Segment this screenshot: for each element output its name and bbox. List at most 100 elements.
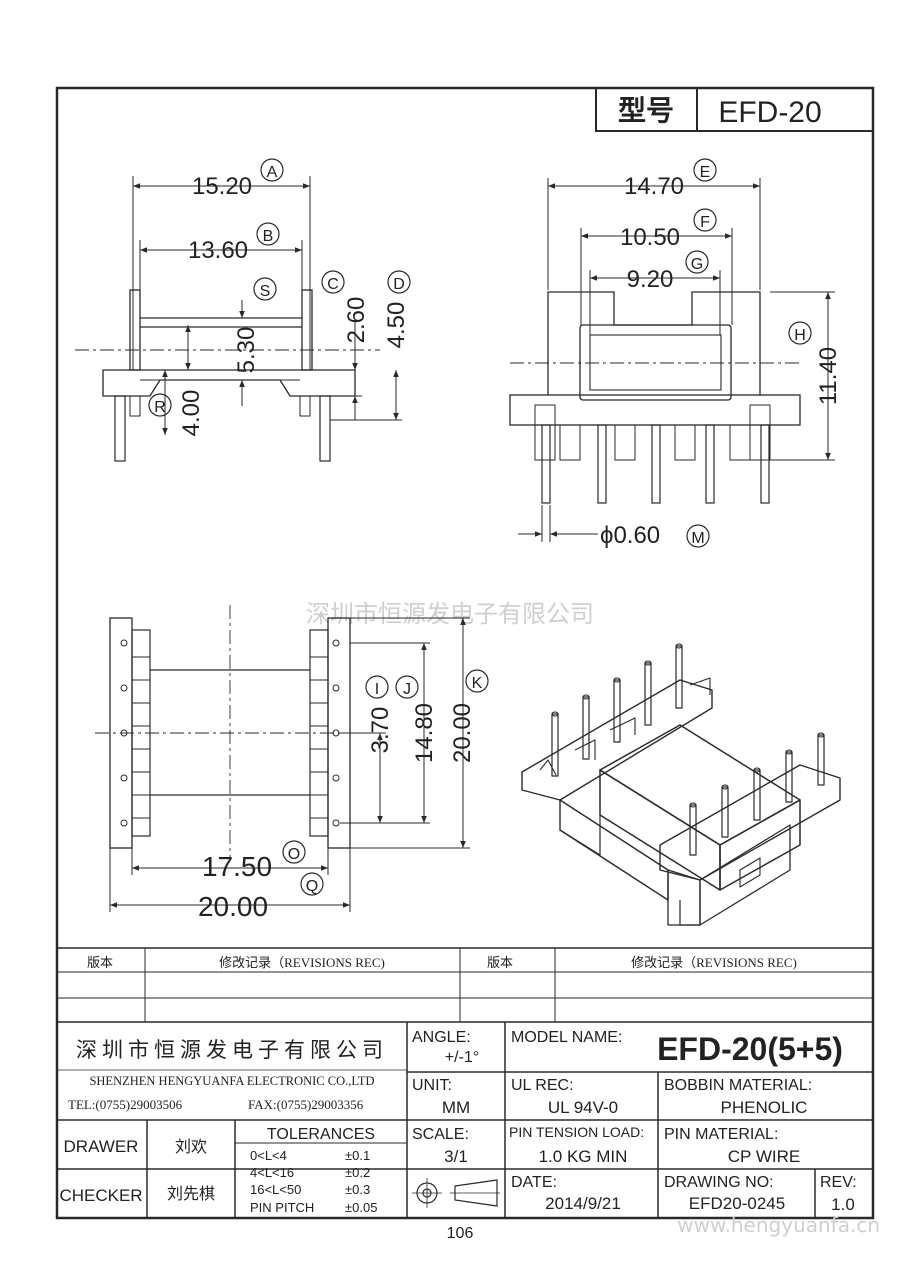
callout-e-label: E — [700, 164, 711, 181]
callout-q-icon — [300, 872, 324, 896]
callout-o-icon — [282, 840, 306, 864]
callout-g-label: G — [691, 256, 703, 273]
company-tel: TEL:(0755)29003506 — [68, 1097, 183, 1112]
dim-j-value: 14.80 — [411, 703, 438, 763]
callout-a-label: A — [267, 164, 278, 181]
callout-b-label: B — [263, 228, 274, 245]
dim-f-value: 10.50 — [620, 224, 680, 251]
checker-label: CHECKER — [59, 1186, 142, 1205]
pin-tension-label: PIN TENSION LOAD: — [509, 1124, 644, 1140]
callout-o-label: O — [288, 846, 300, 863]
top-view: 3.70 I 14.80 J 20.00 K 17.50 O 20.00 Q — [95, 605, 489, 922]
dim-e-value: 14.70 — [624, 173, 684, 200]
callout-i-icon — [365, 675, 389, 699]
side-view: 14.70 E 10.50 F 9.20 G — [509, 158, 842, 549]
pin-material-label: PIN MATERIAL: — [664, 1126, 778, 1143]
tolerance-value-4: ±0.05 — [345, 1200, 377, 1215]
callout-g-icon — [685, 250, 709, 274]
model-value: EFD-20 — [718, 96, 821, 129]
projection-symbol-icon — [412, 1178, 500, 1208]
tolerance-value-3: ±0.3 — [345, 1182, 370, 1197]
revisions-table: 版本 修改记录（REVISIONS REC) 版本 修改记录（REVISIONS… — [57, 947, 873, 1023]
callout-r-icon — [148, 393, 172, 417]
dim-a-value: 15.20 — [192, 173, 252, 200]
pin-material-value: CP WIRE — [728, 1147, 800, 1166]
rev-col-version-1: 版本 — [87, 955, 113, 970]
sheet-border — [55, 86, 875, 1220]
bobbin-material-value: PHENOLIC — [721, 1098, 808, 1117]
dim-s-value: 5.30 — [233, 327, 260, 374]
page-number: 106 — [447, 1225, 474, 1242]
drawing-no-label: DRAWING NO: — [664, 1174, 774, 1191]
callout-f-icon — [693, 208, 717, 232]
dim-o-value: 17.50 — [202, 851, 272, 882]
callout-q-label: Q — [306, 878, 318, 895]
callout-h-icon — [788, 321, 812, 345]
company-watermark: 深圳市恒源发电子有限公司 — [306, 600, 594, 628]
model-name-label: MODEL NAME: — [511, 1029, 622, 1046]
tolerance-range-1: 0<L<4 — [250, 1148, 287, 1163]
scale-label: SCALE: — [412, 1126, 469, 1143]
drawing-no-value: EFD20-0245 — [689, 1194, 785, 1213]
company-fax: FAX:(0755)29003356 — [248, 1097, 364, 1112]
pin-tension-value: 1.0 KG MIN — [539, 1147, 628, 1166]
rev-col-version-2: 版本 — [487, 955, 513, 970]
callout-s-label: S — [260, 283, 271, 300]
callout-h-label: H — [794, 327, 806, 344]
dim-b-value: 13.60 — [188, 237, 248, 264]
tolerance-value-2: ±0.2 — [345, 1165, 370, 1180]
date-value: 2014/9/21 — [545, 1194, 621, 1213]
dim-k-value: 20.00 — [449, 703, 476, 763]
callout-r-label: R — [154, 399, 166, 416]
callout-f-label: F — [700, 214, 710, 231]
checker-value: 刘先棋 — [167, 1185, 215, 1203]
callout-k-icon — [465, 669, 489, 693]
company-en: SHENZHEN HENGYUANFA ELECTRONIC CO.,LTD — [89, 1074, 374, 1088]
callout-j-label: J — [403, 681, 411, 698]
date-label: DATE: — [511, 1174, 557, 1191]
dim-h-value: 11.40 — [815, 347, 842, 405]
company-cn: 深圳市恒源发电子有限公司 — [76, 1038, 388, 1062]
callout-a-icon — [260, 158, 284, 182]
dim-m-value: ϕ0.60 — [600, 522, 660, 549]
dim-c-value: 2.60 — [343, 297, 370, 344]
dim-i-value: 3.70 — [367, 707, 394, 754]
callout-s-icon — [253, 277, 277, 301]
dim-d-value: 4.50 — [383, 302, 410, 349]
tolerances-label: TOLERANCES — [267, 1126, 375, 1143]
bobbin-material-label: BOBBIN MATERIAL: — [664, 1077, 812, 1094]
tolerance-value-1: ±0.1 — [345, 1148, 370, 1163]
rev-col-record-1: 修改记录（REVISIONS REC) — [219, 955, 385, 970]
model-name-value: EFD-20(5+5) — [657, 1031, 843, 1067]
callout-k-label: K — [472, 675, 483, 692]
tolerance-range-3: 16<L<50 — [250, 1182, 301, 1197]
front-view: 15.20 A 13.60 B S 5.30 4.00 R — [75, 158, 411, 462]
angle-value: +/-1° — [445, 1049, 479, 1066]
tolerance-range-4: PIN PITCH — [250, 1200, 314, 1215]
unit-label: UNIT: — [412, 1077, 452, 1094]
callout-m-label: M — [691, 530, 704, 547]
isometric-view — [521, 643, 841, 926]
callout-c-icon — [321, 270, 345, 294]
callout-d-label: D — [393, 276, 405, 293]
rev-label: REV: — [820, 1174, 857, 1191]
ul-label: UL REC: — [511, 1077, 574, 1094]
title-block: 深圳市恒源发电子有限公司 SHENZHEN HENGYUANFA ELECTRO… — [57, 1022, 873, 1218]
scale-value: 3/1 — [444, 1147, 468, 1166]
callout-d-icon — [387, 270, 411, 294]
callout-b-icon — [256, 222, 280, 246]
dim-q-value: 20.00 — [198, 891, 268, 922]
callout-j-icon — [395, 675, 419, 699]
ul-value: UL 94V-0 — [548, 1098, 618, 1117]
model-label: 型号 — [618, 95, 674, 126]
tolerance-range-2: 4<L<16 — [250, 1165, 294, 1180]
drawer-value: 刘欢 — [175, 1138, 207, 1156]
dim-g-value: 9.20 — [627, 266, 674, 293]
unit-value: MM — [442, 1098, 470, 1117]
callout-e-icon — [693, 158, 717, 182]
model-header: 型号 EFD-20 — [595, 87, 874, 132]
drawer-label: DRAWER — [64, 1137, 139, 1156]
rev-col-record-2: 修改记录（REVISIONS REC) — [631, 955, 797, 970]
rev-value: 1.0 — [831, 1195, 855, 1214]
